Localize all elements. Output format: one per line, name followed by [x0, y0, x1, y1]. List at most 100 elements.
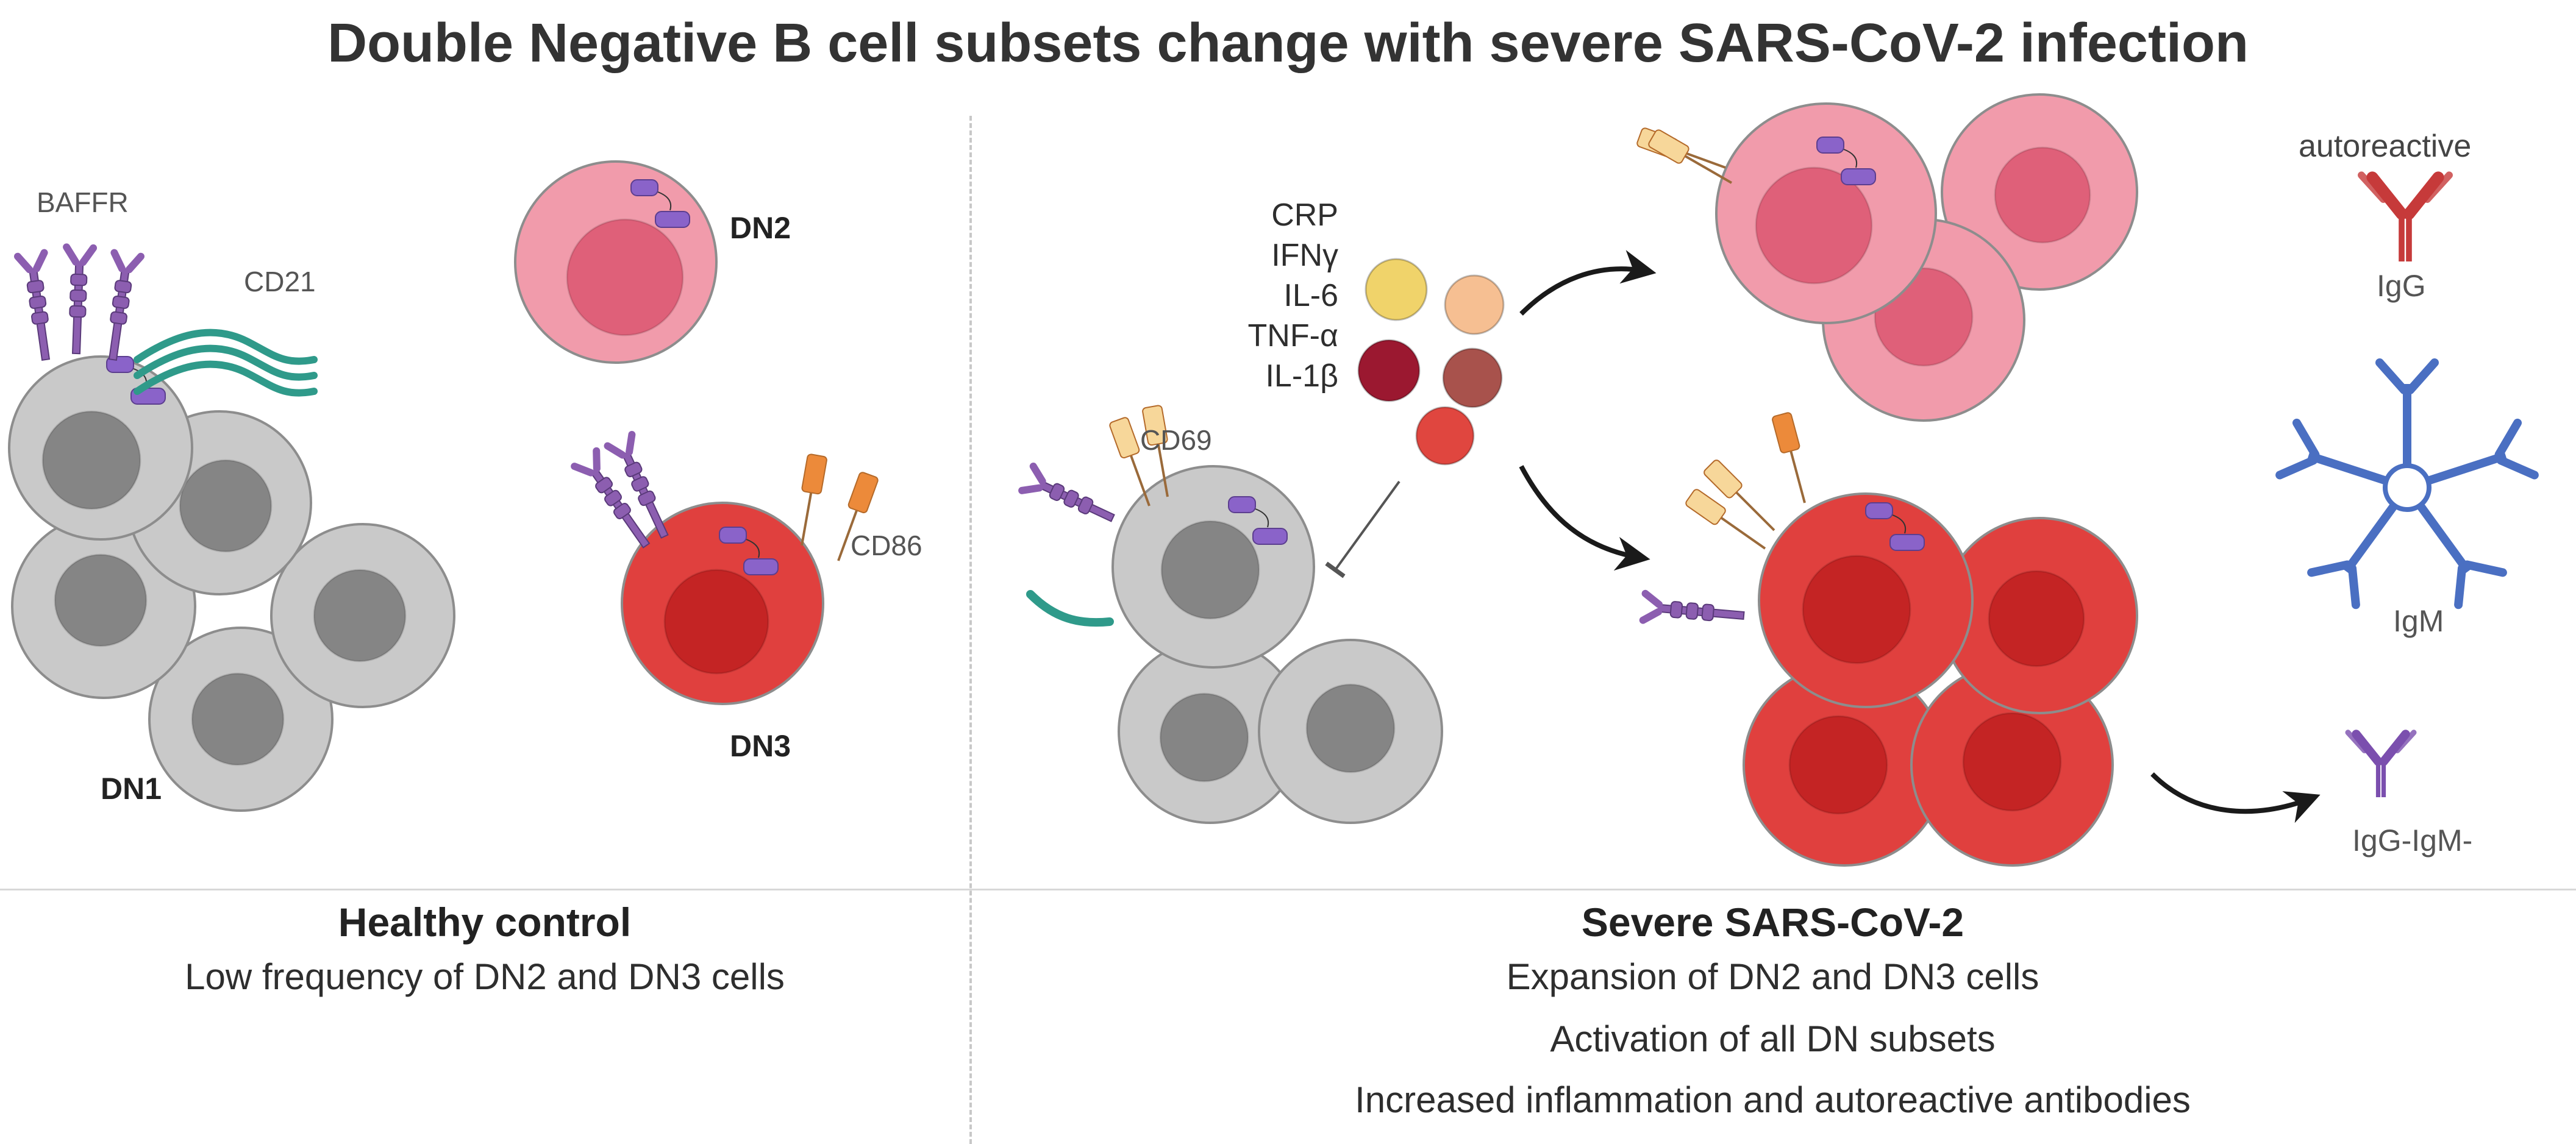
receptor-stem: [801, 491, 813, 546]
cd21-strand: [1026, 590, 1114, 627]
cd69-receptor: [1685, 489, 1766, 550]
baffr-label: BAFFR: [37, 187, 129, 218]
cytokine-ball: [1365, 258, 1428, 321]
healthy-panel-line: Low frequency of DN2 and DN3 cells: [185, 956, 785, 997]
dn1-cell-nucleus: [41, 410, 141, 510]
pplcg2-tag: [1841, 168, 1876, 185]
receptor-arms: [1639, 589, 1663, 624]
dn3-cell: [1758, 492, 1974, 708]
dn2-cell-nucleus: [1755, 166, 1873, 285]
cd86-label: CD86: [851, 530, 922, 561]
receptor-domain: [595, 477, 613, 494]
igm-label: IgM: [2393, 604, 2444, 638]
arrow-to-dn3: [1519, 465, 1650, 571]
receptor-stem: [1157, 442, 1169, 497]
figure-title: Double Negative B cell subsets change wi…: [327, 13, 2249, 74]
cytokine-label: IL-6: [1283, 278, 1338, 313]
panel-divider-vertical: [969, 116, 972, 1144]
pbtk-tag: [1816, 137, 1844, 154]
dn3-cell: [621, 502, 824, 705]
igm-arm: [2416, 503, 2507, 609]
igm-arm: [2307, 503, 2398, 609]
receptor-domain: [26, 280, 45, 294]
receptor-stem: [1734, 490, 1775, 531]
dn3-cell-nucleus: [1788, 715, 1888, 815]
antibody-heavy: [2375, 759, 2381, 797]
cytokine-ball: [1357, 339, 1421, 402]
receptor-arms: [571, 447, 601, 477]
receptor-stem: [837, 508, 858, 561]
receptor-domain: [613, 503, 631, 519]
dn3-label: DN3: [730, 729, 791, 763]
receptor-head: [1648, 129, 1689, 164]
antibody-heavy: [2399, 210, 2405, 261]
signal-link: [1892, 514, 1906, 534]
arrow-to-dn2: [1519, 250, 1657, 316]
dn1-cell: [270, 523, 455, 708]
receptor-domain: [1049, 483, 1065, 501]
receptor-domain: [638, 490, 656, 506]
receptor-domain: [604, 489, 622, 506]
igm-stalk: [2427, 451, 2507, 485]
receptor-domain: [1701, 603, 1714, 622]
receptor-domain: [1669, 601, 1683, 619]
igm-fab: [2375, 358, 2439, 394]
receptor-domain: [31, 311, 49, 325]
dn2-cell-nucleus: [566, 218, 684, 336]
igm-fab: [2454, 560, 2507, 609]
cd69-receptor: [1109, 417, 1151, 506]
antibody-heavy: [2381, 759, 2386, 797]
receptor-arms: [13, 249, 48, 274]
antibody-light: [2345, 730, 2417, 753]
cytokine-label: IFNγ: [1271, 238, 1338, 273]
pbtk-tag: [106, 356, 134, 373]
severe-panel-line: Expansion of DN2 and DN3 cells: [1506, 956, 2039, 997]
dn3-cell-nucleus: [1962, 712, 2062, 812]
igm-arm: [2375, 358, 2439, 466]
grey-dn-cell: [1258, 639, 1443, 824]
dn1-label: DN1: [101, 772, 162, 806]
healthy-panel-title: Healthy control: [338, 900, 632, 945]
autoreactive-label: autoreactive: [2299, 129, 2472, 164]
receptor-domain: [112, 295, 130, 309]
dn2-cell: [1941, 93, 2138, 291]
dn1-cell-nucleus: [313, 569, 407, 663]
cytokine-ball: [1444, 274, 1505, 335]
dn3-cluster-receptor: [1639, 589, 1745, 624]
grey-dn-cell-nucleus: [1159, 692, 1249, 783]
cd86-receptor: [801, 453, 827, 546]
receptor-arms: [63, 243, 98, 266]
cytokine-list: CRP IFNγ IL-6 TNF-α IL-1β: [1195, 195, 1338, 396]
dn1-cell: [148, 627, 334, 812]
cytokine-label: TNF-α: [1247, 318, 1338, 354]
cytokine-label: IL-1β: [1265, 358, 1338, 394]
grey-dn-cell: [1118, 639, 1303, 824]
dn3-receptor: [604, 431, 669, 539]
arrow-to-antibodies: [2150, 772, 2321, 823]
cd86-receptor: [837, 472, 879, 561]
dn3-cell: [1910, 663, 2114, 867]
igm-antibody: [2275, 358, 2539, 609]
cd69-receptor: [1142, 405, 1169, 497]
cd21-label: CD21: [244, 266, 316, 297]
igm-arm: [2275, 418, 2388, 485]
severe-panel-line: Increased inflammation and autoreactive …: [1355, 1079, 2191, 1120]
igg-antibody: [2357, 171, 2453, 261]
cd21-strand: [134, 344, 318, 381]
pbtk-tag: [630, 179, 658, 196]
receptor-domain: [70, 273, 88, 286]
grey-dn-cell-nucleus: [1305, 683, 1396, 773]
dn3-receptor: [571, 447, 651, 549]
baffr-receptor: [63, 243, 98, 355]
igm-arm: [2427, 418, 2539, 485]
dn1-cell: [8, 355, 193, 541]
antibody-light: [2357, 171, 2453, 203]
dn3-cell-nucleus: [1988, 570, 2085, 667]
dn2-cell-nucleus: [1994, 146, 2091, 244]
cd86-receptor: [1772, 412, 1806, 503]
cd69-cell: [1111, 465, 1315, 669]
receptor-domain: [110, 311, 127, 325]
igm-stalk: [2307, 451, 2388, 485]
inhibition-line: [1325, 480, 1400, 578]
